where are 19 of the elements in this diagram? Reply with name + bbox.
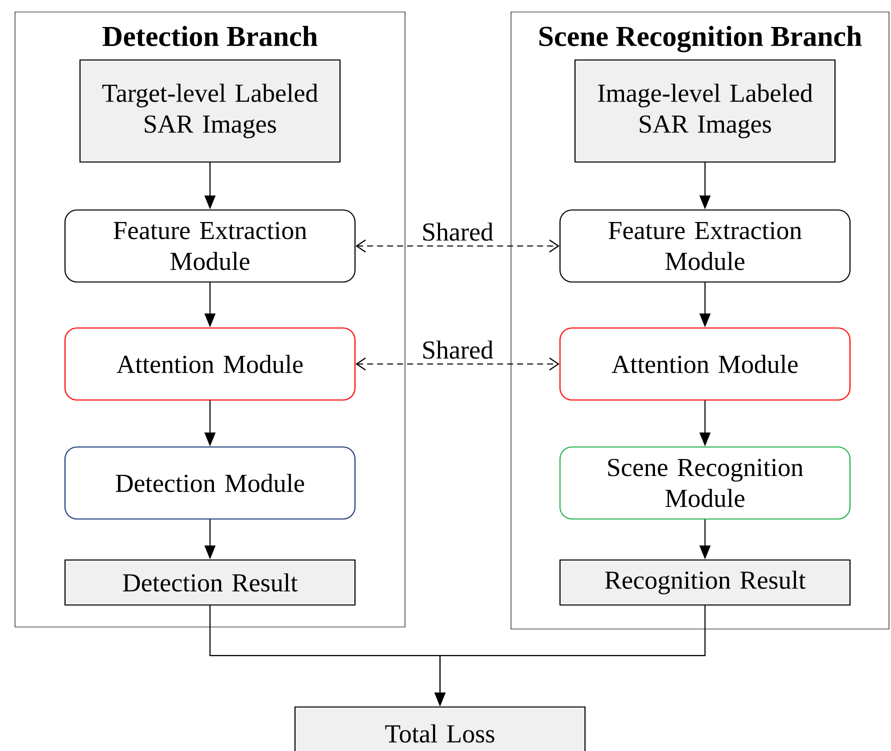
data-box: Recognition Result [559,559,851,606]
arrow [356,240,560,252]
module-box: Detection Module [64,446,356,520]
module-box: Feature Extraction Module [64,209,356,283]
panel-title: Detection Branch [102,26,318,46]
edge-label: Shared [423,340,494,359]
branch-panel [14,12,406,628]
arrow [356,358,560,370]
data-box: Total Loss [294,706,586,751]
module-box: Feature Extraction Module [559,209,851,283]
panel-title: Scene Recognition Branch [539,26,862,52]
data-box: Target-level Labeled SAR Images [79,59,341,163]
data-box: Image-level Labeled SAR Images [574,59,836,163]
module-box: Attention Module [64,327,356,401]
module-box: Attention Module [559,327,851,401]
branch-panel [510,12,890,630]
module-box: Scene Recognition Module [559,446,851,520]
edge-label: Shared [423,222,494,241]
data-box: Detection Result [64,559,356,606]
